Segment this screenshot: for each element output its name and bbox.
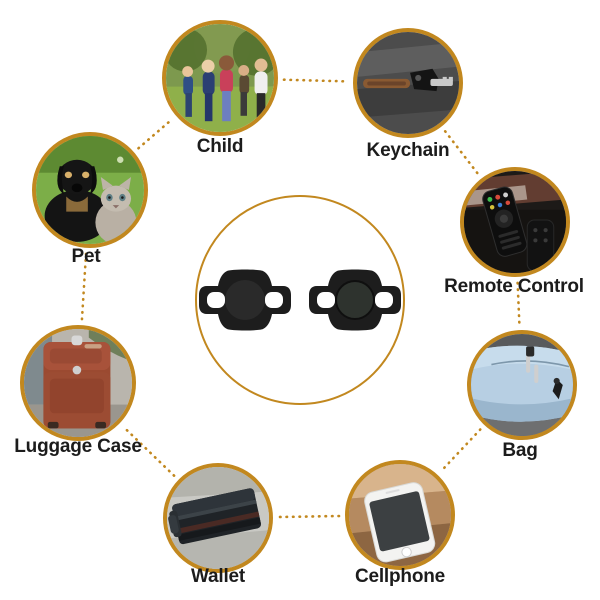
feature-circle-luggage-case[interactable] xyxy=(20,325,136,441)
photo-remote-control xyxy=(464,171,566,273)
feature-label-cellphone: Cellphone xyxy=(354,566,446,587)
feature-label-pet: Pet xyxy=(71,246,101,267)
feature-label-child: Child xyxy=(196,136,244,157)
photo-bag xyxy=(471,334,573,436)
feature-label-keychain: Keychain xyxy=(366,140,450,161)
photo-luggage-case xyxy=(24,329,132,437)
feature-circle-cellphone[interactable] xyxy=(345,460,455,570)
feature-circle-bag[interactable] xyxy=(467,330,577,440)
feature-circle-wallet[interactable] xyxy=(163,463,273,573)
feature-circle-child[interactable] xyxy=(162,20,278,136)
connector-cellphone-to-wallet xyxy=(277,514,341,519)
photo-child xyxy=(166,24,274,132)
feature-circle-remote-control[interactable] xyxy=(460,167,570,277)
feature-circle-pet[interactable] xyxy=(32,132,148,248)
airtag-holder-group xyxy=(197,197,403,403)
feature-label-bag: Bag xyxy=(502,440,538,461)
photo-keychain xyxy=(357,32,459,134)
center-product-ring xyxy=(195,195,405,405)
connector-child-to-keychain xyxy=(282,78,349,83)
feature-circle-keychain[interactable] xyxy=(353,28,463,138)
airtag-holder-front xyxy=(199,269,291,331)
photo-wallet xyxy=(167,467,269,569)
airtag-holder-back xyxy=(309,269,401,331)
feature-label-wallet: Wallet xyxy=(190,566,246,587)
connector-keychain-to-remote-control xyxy=(443,130,480,175)
feature-label-luggage-case: Luggage Case xyxy=(14,436,142,457)
photo-cellphone xyxy=(349,464,451,566)
photo-pet xyxy=(36,136,144,244)
feature-label-remote-control: Remote Control xyxy=(444,276,584,297)
